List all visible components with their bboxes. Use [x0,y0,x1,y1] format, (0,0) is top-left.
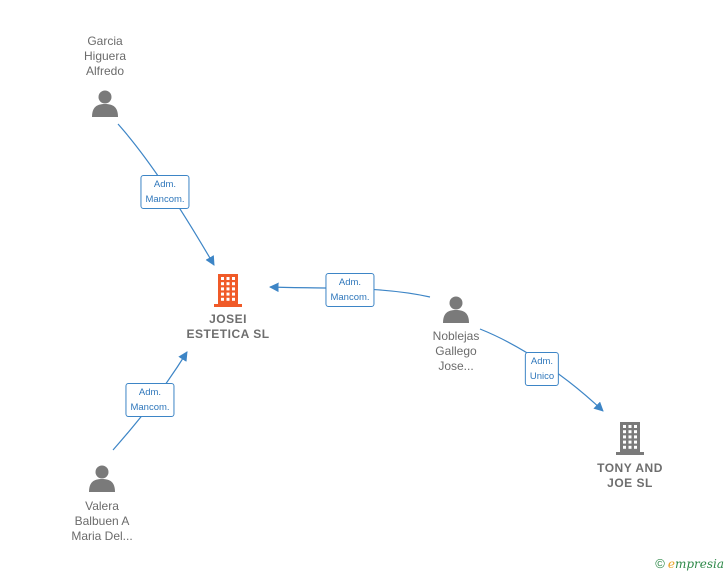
brand-name-initial: e [667,557,675,571]
node-label-josei[interactable]: JOSEI ESTETICA SL [186,312,270,341]
brand-name-rest: mpresia [674,557,724,571]
node-label-valera[interactable]: Valera Balbuen A Maria Del... [71,499,133,543]
brand-name: empresia [668,557,724,571]
node-label-tony[interactable]: TONY AND JOE SL [597,461,663,490]
building-icon[interactable] [214,274,242,307]
building-icon[interactable] [616,422,644,455]
edge-label-noblejas-to-josei[interactable]: Adm. Mancom. [325,273,375,307]
edge-label-garcia-to-josei[interactable]: Adm. Mancom. [140,175,190,209]
nodes-layer [89,90,644,493]
edge-label-valera-to-josei[interactable]: Adm. Mancom. [125,383,175,417]
brand-watermark: ©empresia [655,556,724,571]
node-label-noblejas[interactable]: Noblejas Gallego Jose... [432,329,480,373]
person-icon[interactable] [92,90,118,118]
copyright-symbol: © [655,556,665,571]
node-label-garcia[interactable]: Garcia Higuera Alfredo [83,34,127,78]
person-icon[interactable] [443,296,469,324]
person-icon[interactable] [89,465,115,493]
edge-label-noblejas-to-tony[interactable]: Adm. Unico [524,352,560,386]
